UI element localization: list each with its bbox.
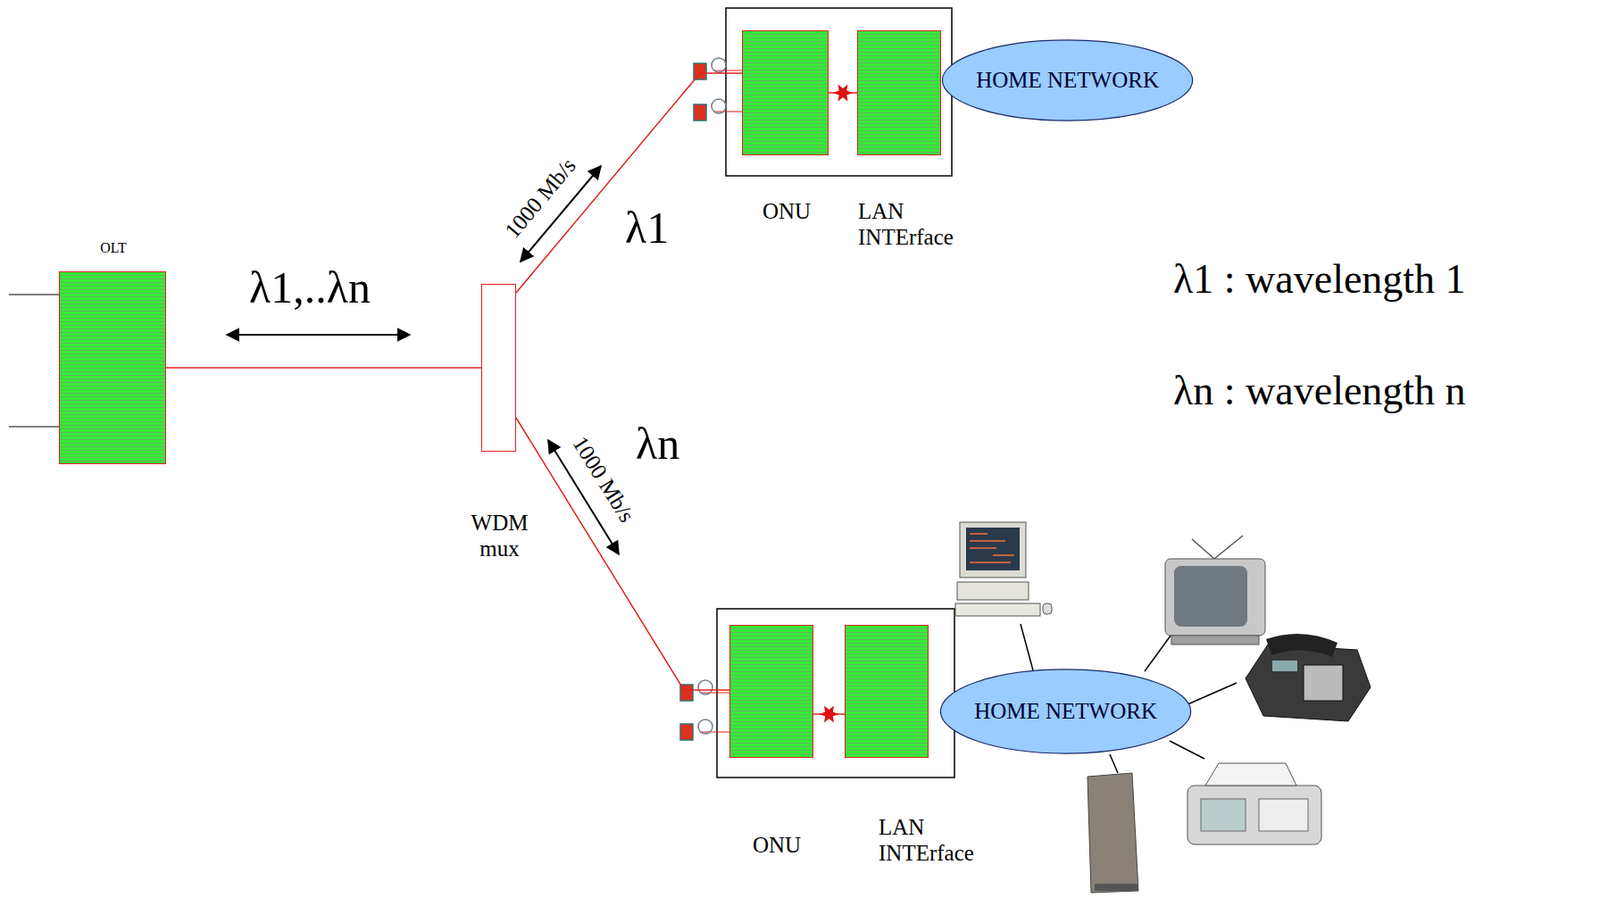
box-label: LAN INTErface [858, 199, 954, 251]
legend-note: λ1 : wavelength 1 [1173, 257, 1467, 303]
wdm-mux: WDM mux [481, 283, 517, 452]
box-label: ONU [752, 833, 801, 859]
home-network-ellipse: HOME NETWORK [939, 668, 1192, 755]
onu-box: ONU [729, 625, 814, 759]
onu-box: ONU [741, 30, 829, 156]
olt-port-wire [8, 294, 59, 427]
fibre-link [166, 366, 482, 369]
computer-icon [955, 522, 1052, 617]
telephone-icon [1245, 633, 1371, 722]
fibre-connector [680, 680, 730, 741]
box-label: OLT [100, 240, 127, 257]
connector-star [819, 705, 840, 723]
olt-box: OLT [58, 271, 167, 465]
box-label: ONU [762, 199, 811, 225]
box-label: LAN INTErface [878, 815, 975, 867]
wavelength-label: λ1 [625, 203, 669, 253]
lan-interface-box: LAN INTErface [844, 625, 929, 759]
network-label: HOME NETWORK [974, 699, 1158, 725]
network-label: HOME NETWORK [975, 67, 1159, 94]
lan-interface-box: LAN INTErface [857, 30, 942, 156]
direction-arrow [226, 333, 410, 336]
fibre-link [516, 417, 730, 691]
bitrate-label: 1000 Mb/s [567, 432, 640, 527]
bitrate-label: 1000 Mb/s [500, 153, 581, 243]
legend-note: λn : wavelength n [1173, 368, 1467, 415]
onu-housing [725, 8, 952, 176]
fibre-connector [693, 58, 742, 121]
home-network-ellipse: HOME NETWORK [941, 39, 1194, 122]
television-icon [1165, 535, 1266, 645]
box-label: WDM mux [471, 510, 529, 563]
wavelength-label: λn [635, 419, 680, 469]
wavelength-label: λ1,..λn [249, 263, 371, 313]
connector-star [833, 83, 853, 101]
onu-housing [716, 608, 955, 778]
fax-icon [1187, 763, 1322, 845]
speaker-icon [1087, 773, 1139, 893]
